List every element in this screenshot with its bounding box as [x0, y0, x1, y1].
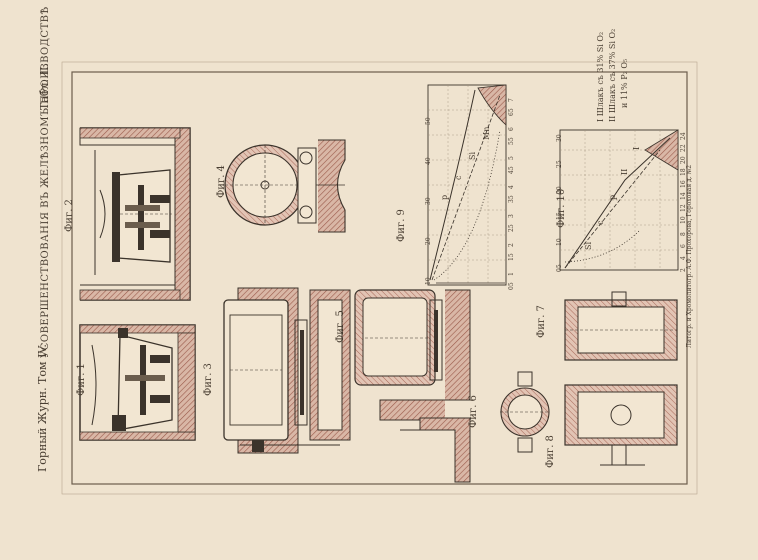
figure-10-label: Фиг. 10	[556, 188, 567, 228]
figure-8-label: Фиг. 8	[545, 435, 556, 468]
figure-9-curve-label: Mn	[482, 126, 491, 140]
figure-9-tick-label: 1	[508, 271, 515, 276]
figure-10-tick-label: 2	[680, 268, 687, 272]
figure-7-label: Фиг. 7	[536, 305, 547, 338]
figure-3-drawing	[223, 287, 351, 454]
figure-10-tick-label: 22	[680, 144, 687, 152]
figure-2-label: Фиг. 2	[64, 199, 75, 232]
figure-9-tick-label: 6	[508, 126, 515, 131]
figure-10-tick-label: 18	[680, 168, 687, 176]
figure-6-drawing	[400, 417, 471, 483]
figure-9-curve-label: p	[440, 194, 449, 200]
figure-9-side-label: 20	[425, 237, 432, 245]
figure-10-curve-label: I	[632, 146, 641, 150]
figure-9-tick-label: 65	[508, 108, 515, 116]
figure-9-side-label: 10	[425, 277, 432, 285]
figure-10-curve-label: Si	[584, 241, 593, 250]
plate-header-left: Горный Журн. Том IV.	[36, 344, 49, 472]
figure-9-tick-label: 15	[508, 253, 515, 261]
figure-10-tick-label: 8	[680, 232, 687, 236]
figure-1-drawing	[79, 324, 196, 441]
figure-10-side-label: 15	[556, 212, 563, 220]
figure-10-side-label: 10	[556, 238, 563, 246]
figure-10-side-label: 20	[556, 186, 563, 194]
figure-9-tick-label: 25	[508, 224, 515, 232]
figure-10-side-label: 05	[556, 264, 563, 272]
figure-2-drawing	[79, 127, 191, 301]
figure-9-side-label: 30	[425, 197, 432, 205]
figure-10-curve-label: c	[596, 220, 605, 225]
plate-header-title: УСОВЕРШЕНСТВОВАНІЯ ВЪ ЖЕЛѢЗНОМЪ ПРОИЗВОД…	[40, 6, 51, 358]
figure-9-tick-label: 45	[508, 166, 515, 174]
figure-9-tick-label: 55	[508, 137, 515, 145]
figure-10-tick-label: 4	[680, 256, 687, 260]
figure-5-label: Фиг. 5	[335, 310, 346, 343]
figure-9-tick-label: 3	[508, 213, 515, 218]
figure-10-tick-label: 10	[680, 216, 687, 224]
figure-4-label: Фиг. 4	[216, 165, 227, 198]
figure-9-tick-label: 5	[508, 155, 515, 160]
figure-5-drawing	[354, 289, 471, 421]
figure-7-drawing	[564, 291, 678, 466]
figure-9-side-label: 40	[425, 157, 432, 165]
printer-credit: Литогр. и Хромолитогр. А.Ф. Прохорова, Г…	[686, 164, 693, 348]
figure-1-label: Фиг. 1	[76, 363, 87, 396]
figure-9-tick-label: 2	[508, 242, 515, 247]
figure-10-side-label: 25	[556, 160, 563, 168]
figure-10-tick-label: 6	[680, 244, 687, 248]
figure-10-curve-label: p	[608, 194, 617, 200]
figure-10-curve-label: II	[620, 168, 629, 175]
plate-border	[71, 71, 688, 485]
plate-header-right: Табл. II.	[38, 63, 51, 110]
figure-4-drawing	[224, 139, 346, 233]
figure-10-tick-label: 20	[680, 156, 687, 164]
figure-3-label: Фиг. 3	[203, 363, 214, 396]
plate-outer-border	[61, 61, 698, 495]
fig10-legend-line3: и 11% P₂ O₅	[620, 58, 629, 108]
figure-10-tick-label: 14	[680, 192, 687, 200]
fig10-legend-line2: II Шлакъ съ 37% Si O₂	[608, 28, 617, 122]
figure-10-side-label: 30	[556, 134, 563, 142]
figure-10-tick-label: 12	[680, 204, 687, 212]
figure-9-curve-label: c	[454, 175, 463, 180]
figure-9-curve-label: Si	[468, 151, 477, 160]
figure-9-tick-label: 35	[508, 195, 515, 203]
figure-10-tick-label: 16	[680, 180, 687, 188]
fig10-legend-line1: I Шлакъ съ 31% Si O₂	[596, 31, 605, 122]
figure-9-label: Фиг. 9	[396, 209, 407, 242]
figure-9-graph	[427, 84, 507, 286]
figure-6-label: Фиг. 6	[468, 395, 479, 428]
figure-9-tick-label: 7	[508, 97, 515, 102]
figure-9-tick-label: 05	[508, 282, 515, 290]
figure-10-tick-label: 24	[680, 132, 687, 140]
figure-9-tick-label: 4	[508, 184, 515, 189]
figure-8-drawing	[500, 371, 550, 453]
figure-9-side-label: 50	[425, 117, 432, 125]
figure-10-graph	[559, 129, 679, 271]
